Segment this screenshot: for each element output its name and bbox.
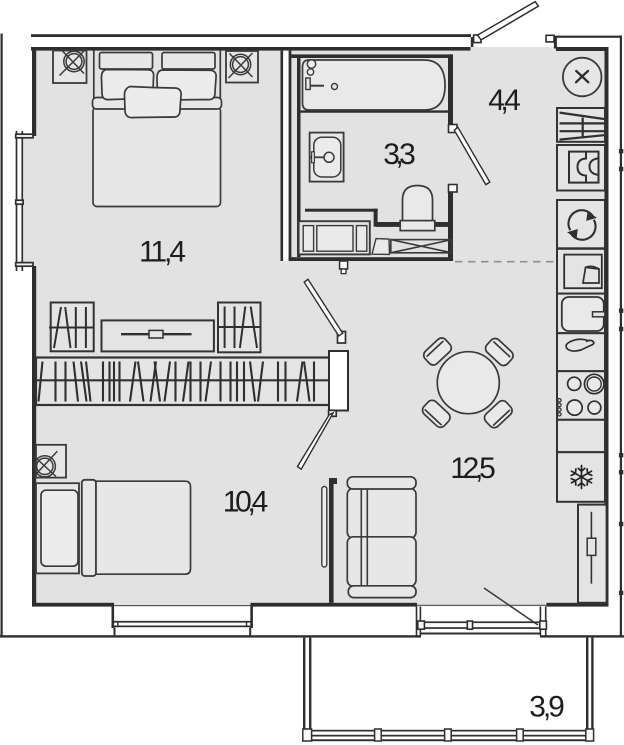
svg-text:11,4: 11,4 xyxy=(139,236,186,269)
svg-text:3,9: 3,9 xyxy=(529,691,565,724)
svg-text:12,5: 12,5 xyxy=(450,452,496,485)
svg-text:10,4: 10,4 xyxy=(223,486,269,519)
svg-text:3,3: 3,3 xyxy=(383,138,416,171)
svg-text:4,4: 4,4 xyxy=(488,84,521,117)
